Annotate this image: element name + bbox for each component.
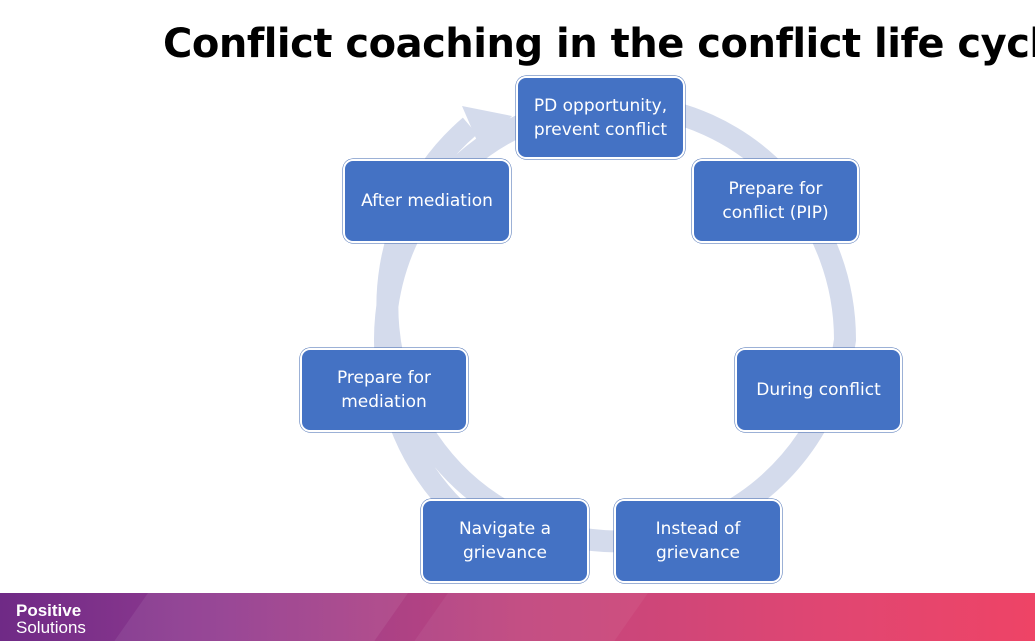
- positive-solutions-logo: Positive Solutions: [16, 602, 86, 636]
- logo-line-2: Solutions: [16, 618, 86, 637]
- cycle-node-pd-opportunity: PD opportunity, prevent conflict: [516, 76, 685, 159]
- cycle-node-after-mediation: After mediation: [343, 159, 511, 243]
- logo-line-1: Positive: [16, 601, 82, 620]
- footer-band: Positive Solutions: [0, 593, 1035, 641]
- slide-title: Conflict coaching in the conflict life c…: [163, 21, 1035, 67]
- cycle-node-prepare-for-conflict: Prepare for conflict (PIP): [692, 159, 859, 243]
- cycle-node-instead-of-grievance: Instead of grievance: [614, 499, 782, 583]
- cycle-node-navigate-grievance: Navigate a grievance: [421, 499, 589, 583]
- cycle-node-prepare-for-mediation: Prepare for mediation: [300, 348, 468, 432]
- cycle-node-during-conflict: During conflict: [735, 348, 902, 432]
